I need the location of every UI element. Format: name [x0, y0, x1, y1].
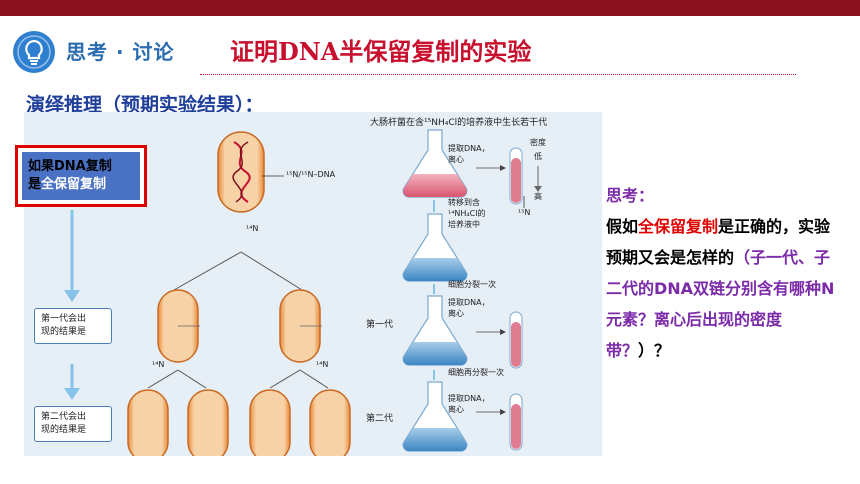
hypothesis-highlight: 全保留复制 [41, 177, 107, 192]
thinking-highlight: 全保留复制 [638, 217, 719, 236]
transfer-text-2: ¹⁴NH₄Cl的 [448, 209, 486, 218]
gen1-label: 第一代 [366, 320, 394, 330]
thinking-text-2: 是正确的，实验预期又会是怎样的 [606, 217, 831, 267]
thinking-text-1: 假如 [606, 217, 639, 236]
band-label: ¹⁵N [518, 208, 531, 217]
gen1-result-box: 第一代会出 现的结果是 [34, 308, 112, 344]
thinking-prompt: 思考： 假如全保留复制是正确的，实验预期又会是怎样的（子一代、子二代的DNA双链… [606, 180, 844, 366]
page-title: 证明DNA半保留复制的实验 [230, 37, 532, 66]
density-low-label: 低 [534, 152, 542, 161]
gen2-cell [187, 389, 229, 456]
transfer-text-1: 转移到含 [448, 198, 480, 207]
hypothesis-box: 如果DNA复制 是全保留复制 [15, 145, 147, 207]
n14-label-left: ¹⁴N [152, 360, 165, 369]
gen2-label: 第二代 [366, 414, 394, 424]
gen2-cell [309, 389, 351, 456]
flow-arrow-icon [64, 388, 80, 400]
gen1-result-line2: 现的结果是 [41, 327, 87, 337]
step-extract-2: 提取DNA， [448, 298, 490, 307]
section-tag: 思考 · 讨论 [66, 40, 175, 64]
title-divider [200, 74, 796, 75]
step-centrifuge-1: 离心 [448, 155, 464, 164]
flow-arrow-icon [64, 290, 80, 302]
density-label: 密度 [530, 138, 546, 147]
thinking-subquestion: （子一代、子二代的DNA双链分别含有哪种N元素？离心后出现的密度带？ [606, 248, 835, 360]
density-high-label: 高 [534, 192, 542, 201]
slide-header: 思考 · 讨论 证明DNA半保留复制的实验 [0, 16, 860, 82]
hypothesis-line1: 如果DNA复制 [28, 159, 112, 174]
divide-again-label: 细胞再分裂一次 [448, 368, 504, 377]
transfer-text-3: 培养液中 [448, 220, 480, 229]
parent-cell [217, 131, 265, 213]
step-centrifuge-2: 离心 [448, 309, 464, 318]
gen2-result-line1: 第二代会出 [41, 412, 87, 422]
n14-label: ¹⁴N [246, 224, 259, 233]
top-banner-bar [0, 0, 860, 16]
thinking-text-end: ）？ [638, 341, 671, 360]
step-extract-1: 提取DNA， [448, 144, 490, 153]
hypothesis-inner: 如果DNA复制 是全保留复制 [22, 152, 140, 200]
subtitle: 演绎推理（预期实验结果）： [26, 94, 264, 116]
divide-once-label: 细胞分裂一次 [448, 280, 496, 289]
gen2-cell [127, 389, 169, 456]
lightbulb-icon [13, 31, 55, 73]
hypothesis-line2: 是全保留复制 [28, 176, 134, 194]
n14-label-right: ¹⁴N [316, 360, 329, 369]
gen2-cell [249, 389, 291, 456]
gen2-result-box: 第二代会出 现的结果是 [34, 406, 112, 442]
experiment-diagram [64, 129, 542, 456]
thinking-question: 假如全保留复制是正确的，实验预期又会是怎样的（子一代、子二代的DNA双链分别含有… [606, 211, 844, 366]
hypothesis-prefix: 是 [28, 177, 42, 192]
gen1-result-line1: 第一代会出 [41, 314, 87, 324]
parent-dna-label: ¹⁵N/¹⁵N–DNA [286, 170, 336, 179]
thinking-label: 思考： [606, 186, 655, 205]
figure-caption: 大肠杆菌在含¹⁵NH₄Cl的培养液中生长若干代 [370, 118, 548, 128]
step-extract-3: 提取DNA， [448, 394, 490, 403]
gen2-result-line2: 现的结果是 [41, 425, 87, 435]
step-centrifuge-3: 离心 [448, 405, 464, 414]
